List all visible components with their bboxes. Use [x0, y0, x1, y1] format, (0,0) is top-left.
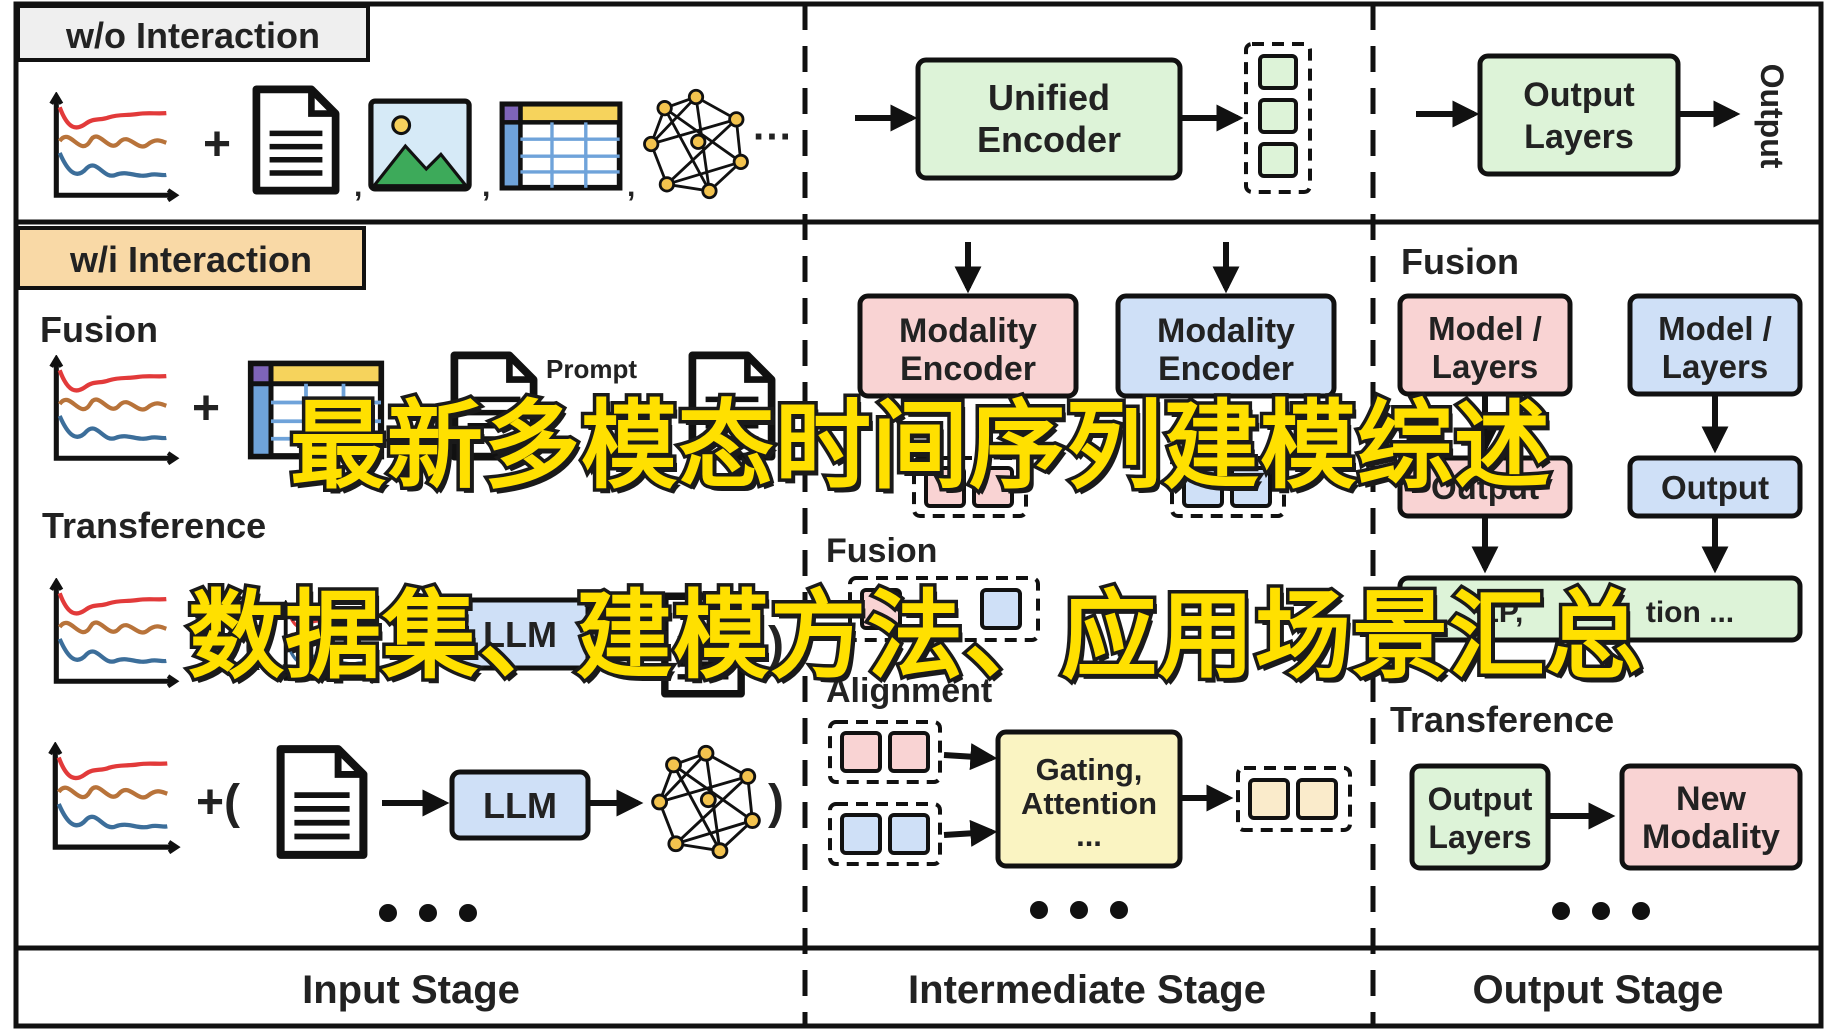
output-box-label: Output [1661, 469, 1769, 506]
model-layers-box-blue: Model / Layers [1627, 293, 1803, 397]
output-box-label: Output [1431, 469, 1539, 506]
llm-label: LLM [483, 785, 557, 826]
new-modality-label-2: Modality [1642, 818, 1780, 856]
paren-close-icon: ) [768, 618, 784, 671]
alignment-label: Alignment [826, 672, 992, 710]
unified-encoder-label-2: Encoder [977, 119, 1121, 160]
embedding-pair-pink [912, 456, 1028, 518]
document-icon [281, 749, 364, 855]
tag-with-interaction: w/i Interaction [16, 226, 366, 290]
output-layers-box: Output Layers [1409, 763, 1551, 871]
embedding-pair-blue [1170, 456, 1286, 518]
comma-icon: , [354, 170, 362, 203]
output-vertical-label: Output [1754, 64, 1790, 169]
llm-box: LLM [449, 769, 591, 841]
model-layers-label-1: Model / [1428, 310, 1542, 347]
time-series-chart-icon [50, 745, 177, 852]
plus-open-paren-icon: +( [196, 776, 240, 829]
modality-encoder-label-2: Encoder [900, 350, 1036, 388]
new-modality-label-1: New [1676, 780, 1746, 818]
plus-icon: + [192, 382, 220, 435]
output-layers-label-1: Output [1523, 76, 1634, 114]
ellipsis-dots-icon [379, 904, 477, 922]
combined-output-box: LP, tion ... [1397, 575, 1803, 643]
unified-encoder-label-1: Unified [988, 77, 1110, 118]
output-stage-label: Output Stage [1472, 968, 1723, 1012]
arrow-icon [943, 819, 998, 847]
output-layers-label-2: Layers [1428, 819, 1531, 855]
right-fusion-label: Fusion [1401, 241, 1519, 282]
frame [13, 1, 1824, 1029]
paren-open-icon: ( [244, 618, 260, 671]
aligned-pair-pink [828, 720, 942, 784]
overlay-title-line-1: 最新多模态时间序列建模综述 [287, 387, 1554, 506]
gating-label-1: Gating, [1036, 752, 1143, 787]
right-transference-label: Transference [1390, 699, 1614, 740]
ellipsis-icon: ··· [753, 115, 793, 159]
modality-encoder-label-1: Modality [899, 312, 1037, 350]
ellipsis-dots-icon [1030, 901, 1128, 919]
model-layers-label-1: Model / [1658, 310, 1772, 347]
ellipsis-dots-icon [1552, 902, 1650, 920]
combined-output-label-left: LP, [1481, 596, 1524, 629]
modality-encoder-box-blue: Modality Encoder [1115, 293, 1337, 399]
model-layers-label-2: Layers [1432, 348, 1538, 385]
image-icon [371, 101, 469, 189]
output-layers-label-2: Layers [1524, 118, 1634, 156]
output-box-blue: Output [1627, 455, 1803, 519]
intermediate-stage-label: Intermediate Stage [908, 968, 1266, 1012]
fused-embedding-pair [848, 576, 1040, 642]
paren-close-icon: ) [768, 776, 784, 829]
llm-label: LLM [483, 614, 557, 655]
table-icon [502, 104, 619, 187]
tag-with-label: w/i Interaction [69, 239, 312, 280]
time-series-chart-icon [51, 95, 175, 200]
mid-fusion-label: Fusion [826, 532, 937, 570]
combined-output-label-right: tion ... [1646, 596, 1734, 629]
model-layers-box-pink: Model / Layers [1397, 293, 1573, 397]
unified-encoder-box: Unified Encoder [915, 57, 1183, 181]
overlay-title-line-2: 数据集、建模方法、应用场景汇总 [185, 577, 1646, 696]
graph-icon [651, 744, 761, 860]
aligned-output-pair [1236, 766, 1352, 832]
left-transference-label: Transference [42, 505, 266, 546]
modality-encoder-label-2: Encoder [1158, 350, 1294, 388]
comma-icon: , [482, 170, 490, 203]
llm-box: LLM [449, 597, 591, 671]
model-layers-label-2: Layers [1662, 348, 1768, 385]
embedding-token-stack [1244, 42, 1312, 194]
output-layers-box: Output Layers [1477, 53, 1681, 177]
arrow-icon [943, 743, 998, 771]
modality-encoder-label-1: Modality [1157, 312, 1295, 350]
new-modality-box: New Modality [1619, 763, 1803, 871]
tag-without-label: w/o Interaction [65, 15, 320, 56]
left-fusion-label: Fusion [40, 309, 158, 350]
tag-without-interaction: w/o Interaction [16, 4, 370, 62]
gating-label-2: Attention [1021, 786, 1157, 821]
output-box-pink: Output [1397, 455, 1573, 519]
gating-label-3: ... [1076, 818, 1102, 853]
aligned-pair-blue [828, 802, 942, 866]
modality-encoder-box-pink: Modality Encoder [857, 293, 1079, 399]
input-stage-label: Input Stage [302, 968, 520, 1012]
prompt-label: Prompt [546, 354, 637, 384]
document-icon [256, 89, 335, 190]
output-layers-label-1: Output [1428, 781, 1533, 817]
graph-icon [643, 88, 749, 200]
comma-icon: , [627, 170, 635, 203]
plus-icon: + [203, 118, 231, 171]
gating-attention-box: Gating, Attention ... [995, 729, 1183, 869]
